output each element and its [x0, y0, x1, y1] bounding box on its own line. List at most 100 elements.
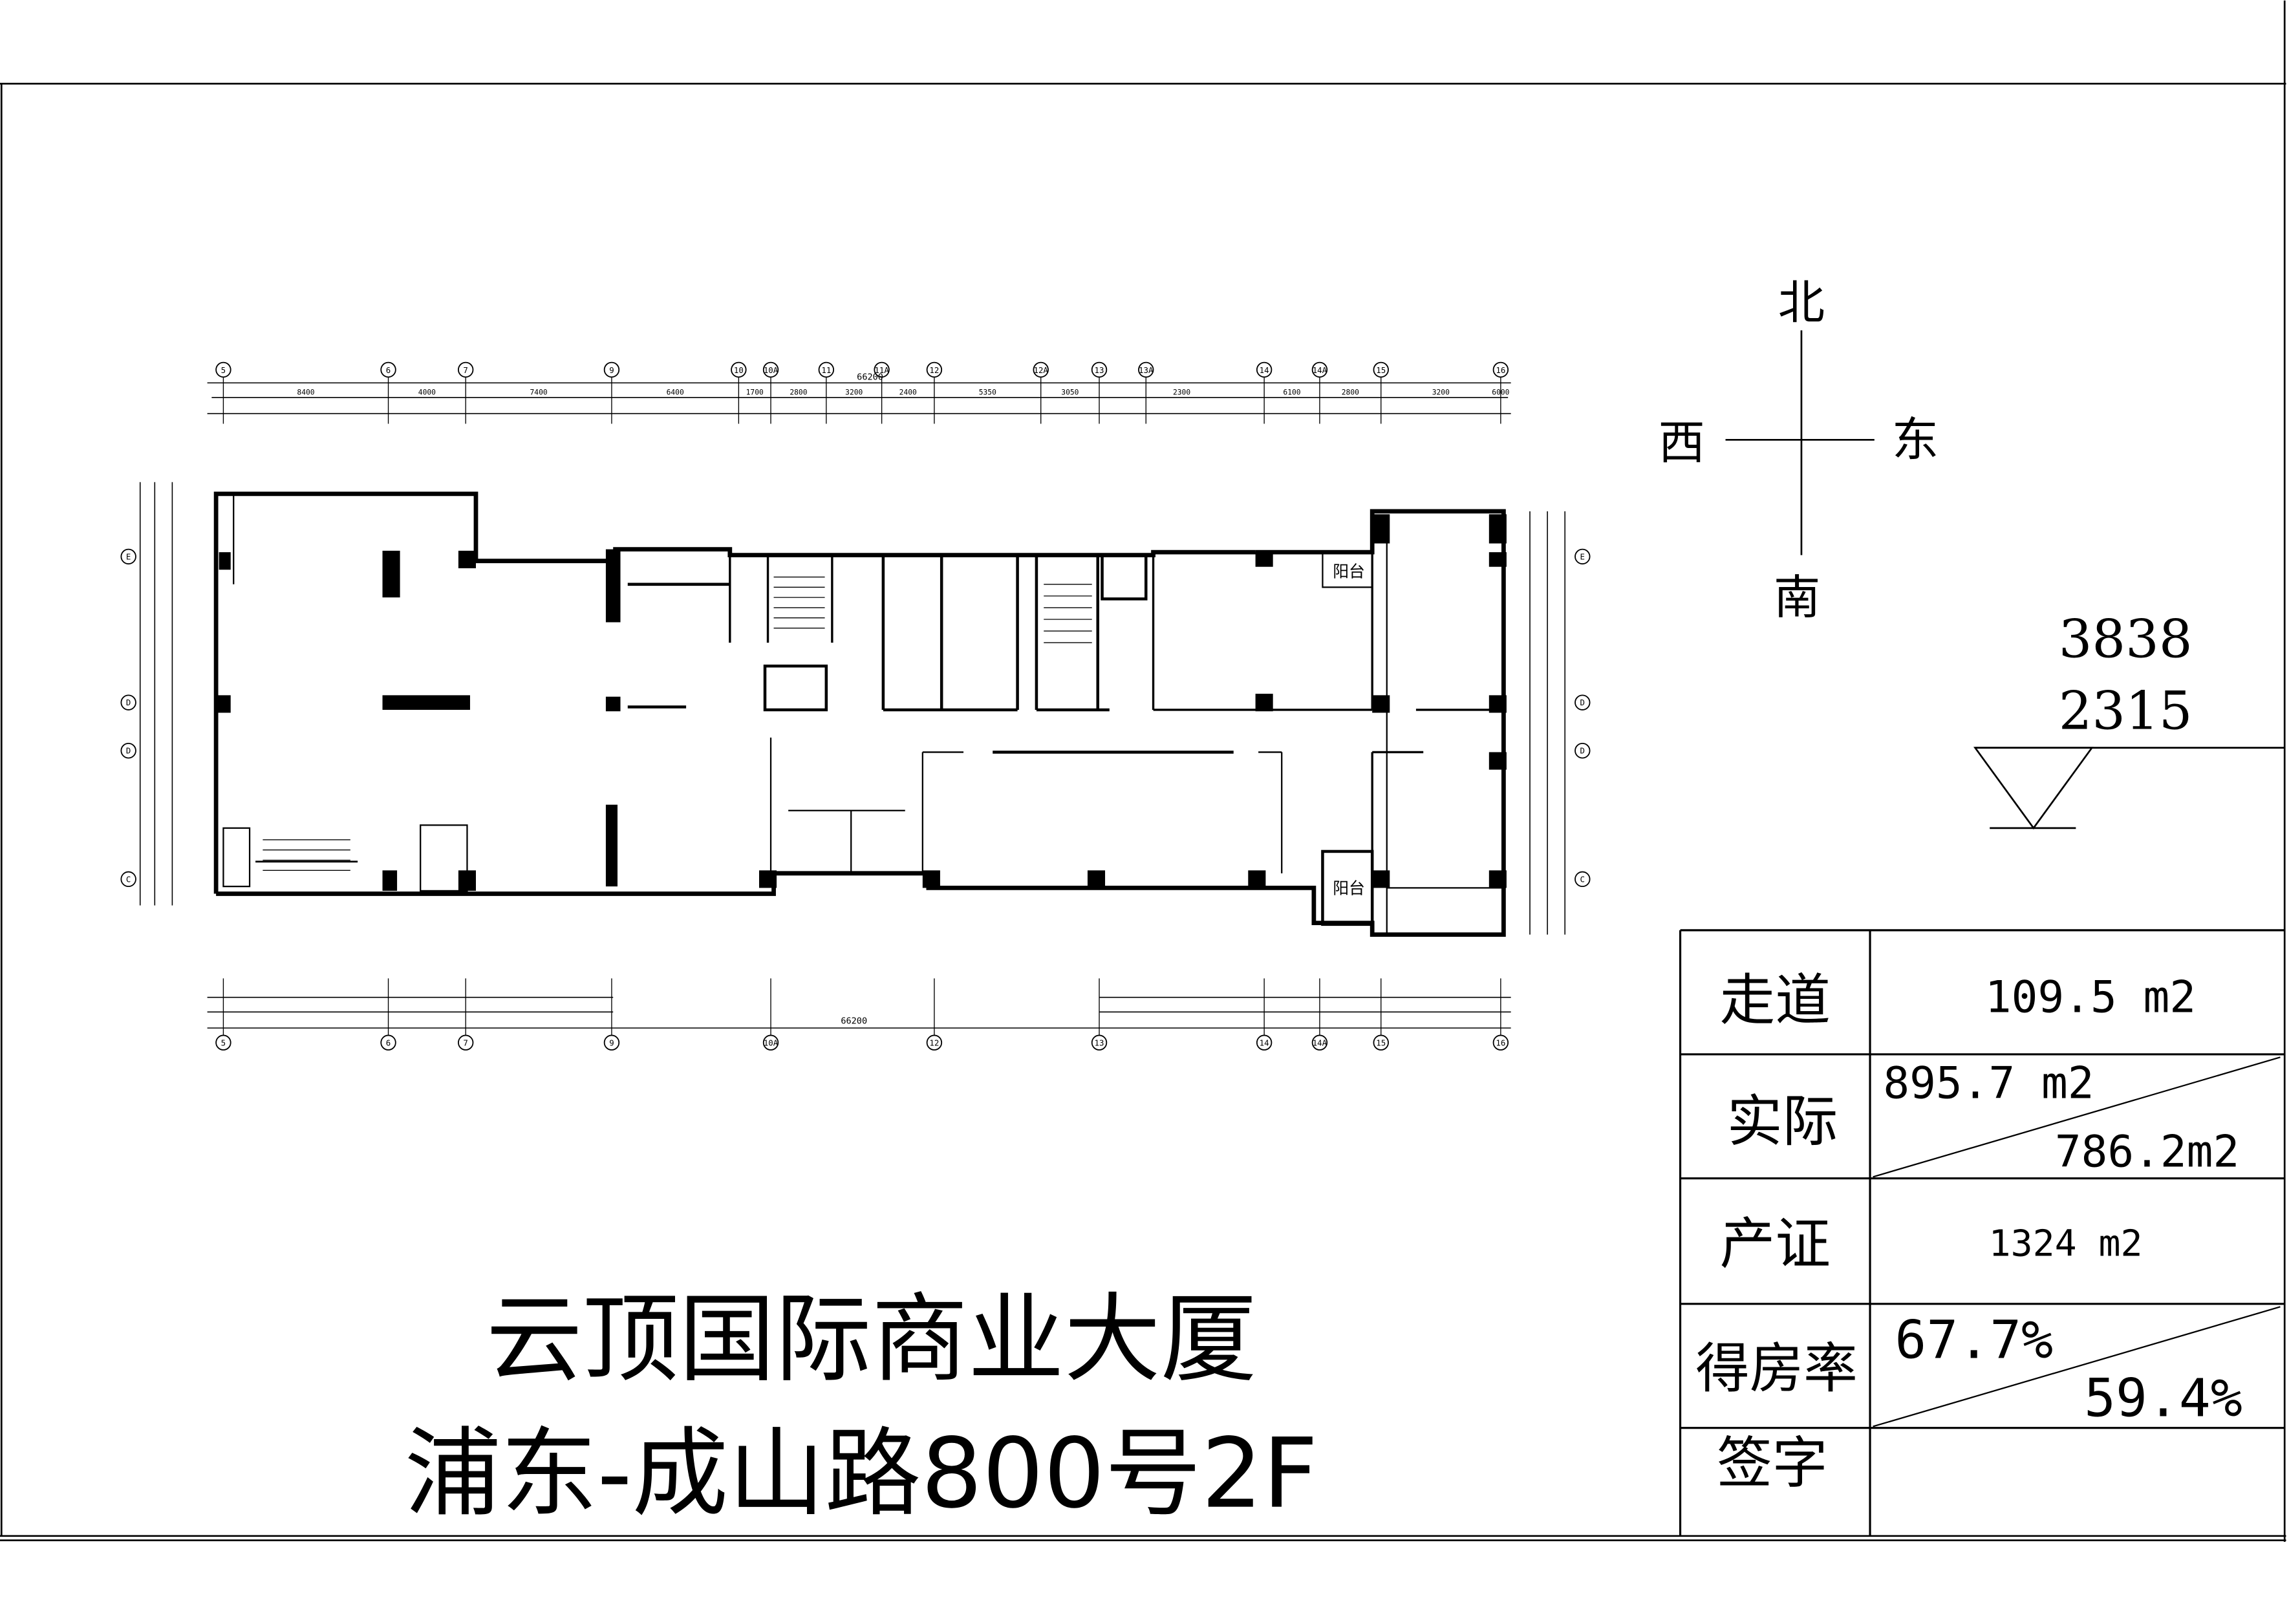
column: [1255, 552, 1273, 567]
axis-bubble: [1138, 361, 1154, 378]
axis-label: 12A: [1033, 365, 1048, 375]
axis-bubble: [874, 361, 890, 378]
sheet-frame: [0, 0, 2286, 1542]
axis-bubble: [120, 871, 136, 888]
axis-label: D: [126, 698, 131, 707]
axis-label: 6: [386, 1038, 391, 1048]
compass: 北 西 东 南: [1659, 276, 1939, 625]
axis-label: 14A: [1313, 1038, 1327, 1048]
balcony-label-south: 阳台: [1333, 879, 1365, 897]
axis-bubble: [1574, 548, 1591, 565]
axis-bubble: [120, 694, 136, 710]
axis-label: 15: [1376, 1038, 1386, 1048]
axis-bubble: [1091, 361, 1108, 378]
axis-label: 12: [929, 1038, 939, 1048]
axis-bubble: [603, 1034, 620, 1051]
axis-label: 14: [1260, 365, 1269, 375]
total-dimension-bottom: 66200: [841, 1016, 867, 1026]
axis-label: 5: [221, 1038, 226, 1048]
dimension-label: 4000: [418, 388, 436, 396]
axis-label: 9: [609, 1038, 614, 1048]
walls: [213, 491, 1506, 937]
axis-bubble: [926, 361, 943, 378]
column: [219, 552, 231, 570]
dimension-label: 3200: [845, 388, 863, 396]
column: [922, 870, 940, 888]
elevation-triangle-icon: [1973, 747, 2094, 830]
row-label-actual: 实际: [1727, 1089, 1838, 1154]
total-dimension-top: 66200: [857, 372, 883, 383]
balcony-label-north: 阳台: [1333, 562, 1365, 581]
axis-bubble: [1492, 1034, 1509, 1051]
axis-bubble: [731, 361, 747, 378]
axis-bubble: [762, 361, 779, 378]
axis-label: D: [1580, 698, 1585, 707]
stairs: [255, 576, 1092, 871]
column: [458, 550, 476, 568]
column: [1488, 870, 1507, 888]
axis-label: 15: [1376, 365, 1386, 375]
axis-label: 10A: [764, 365, 779, 375]
column: [1372, 514, 1390, 544]
efficiency-upper: 67.7%: [1895, 1310, 2053, 1371]
column: [458, 870, 476, 891]
axis-label: E: [126, 551, 131, 561]
dimension-label: 3050: [1061, 388, 1079, 396]
dimension-label: 2400: [899, 388, 917, 396]
corridor-area: 109.5 m2: [1985, 971, 2196, 1022]
compass-south: 南: [1774, 571, 1820, 625]
axis-label: 12: [929, 365, 939, 375]
axis-label: 9: [609, 365, 614, 375]
column: [758, 870, 777, 888]
dimension-label: 5350: [979, 388, 996, 396]
axis-bubble: [458, 1034, 474, 1051]
row-label-signature: 签字: [1717, 1431, 1828, 1495]
axis-bubble: [215, 1034, 231, 1051]
axis-label: 6: [386, 365, 391, 375]
axis-bubble: [1574, 871, 1591, 888]
axis-bubble: [120, 548, 136, 565]
compass-west: 西: [1659, 416, 1705, 471]
dimension-label: 1700: [746, 388, 764, 396]
axis-label: C: [126, 874, 131, 884]
dimension-lines: [139, 382, 1565, 1029]
axis-label: 14A: [1313, 365, 1327, 375]
structural-columns: [216, 514, 1507, 891]
dimension-label: 2300: [1173, 388, 1190, 396]
compass-east: 东: [1892, 413, 1939, 467]
certificate-area: 1324 m2: [1989, 1223, 2143, 1265]
column: [382, 695, 470, 710]
elevation-marker: 3838 2315: [1973, 610, 2285, 830]
column: [605, 549, 621, 623]
dimension-label: 2800: [1342, 388, 1359, 396]
area-table: [1679, 929, 2285, 1536]
axis-label: 11A: [874, 365, 889, 375]
dimension-label: 8400: [297, 388, 314, 396]
axis-label: 10: [734, 365, 744, 375]
column: [605, 804, 618, 887]
axis-bubble: [458, 361, 474, 378]
dimension-label: 2800: [790, 388, 807, 396]
axis-bubble: [1311, 361, 1328, 378]
dimension-label: 3200: [1432, 388, 1450, 396]
axis-bubble: [380, 1034, 396, 1051]
column: [1488, 552, 1507, 567]
axis-label: E: [1580, 551, 1585, 561]
axis-label: 16: [1496, 1038, 1505, 1048]
dimension-label: 6100: [1283, 388, 1300, 396]
axis-bubble: [603, 361, 620, 378]
building-address-floor: 浦东-成山路800号2F: [405, 1418, 1318, 1530]
column: [605, 696, 621, 712]
axis-label: 13: [1095, 365, 1104, 375]
axis-label: 7: [463, 1038, 467, 1048]
axis-label: 13: [1095, 1038, 1104, 1048]
axis-bubble: [1091, 1034, 1108, 1051]
column: [1087, 870, 1106, 888]
column: [1248, 870, 1266, 888]
row-label-corridor: 走道: [1720, 968, 1831, 1033]
column: [382, 550, 400, 598]
column: [1372, 695, 1390, 713]
